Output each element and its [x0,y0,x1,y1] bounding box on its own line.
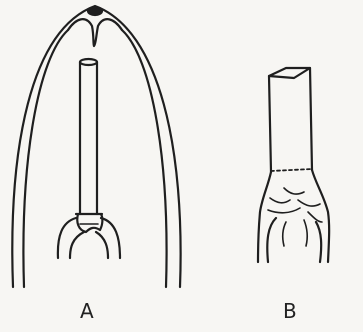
panel-a-drawing [12,6,180,287]
panel-b-drawing [258,68,329,262]
panel-a-lips [68,19,122,46]
panel-a-inner-body-wall [23,30,68,287]
panel-a-esophagus-inner-right [96,232,108,258]
panel-b-knob-rib-5 [308,212,322,222]
panel-b-collar-left [258,172,271,262]
panel-a-esophagus-inner-left [70,232,84,258]
panel-b-esophagus-inner-right [316,222,321,262]
panel-b-knob-rib-3 [284,188,304,194]
panel-b-stylet-top [269,68,310,78]
panel-b-collar-line [271,169,312,171]
panel-a-stylet-tip [80,59,97,65]
panel-b-knob-rib-4 [298,200,320,206]
panel-b-lumen-left [283,222,286,246]
panel-a-stylet-shaft [80,62,97,214]
panel-a-esophagus-left [58,218,76,258]
panel-a-inner-body-wall-right [122,30,167,287]
panel-label-b: B [283,301,297,321]
panel-label-a: A [80,301,94,321]
panel-b-knob-rib-2 [268,208,300,213]
panel-b-stylet-shaft [269,68,312,172]
panel-b-esophagus-inner-left [267,218,276,262]
panel-b-lumen-right [304,220,307,246]
panel-a-stylet-knobs [76,214,102,232]
panel-a-oral-opening [88,7,102,15]
panel-b-knob-rib-1 [270,198,290,203]
